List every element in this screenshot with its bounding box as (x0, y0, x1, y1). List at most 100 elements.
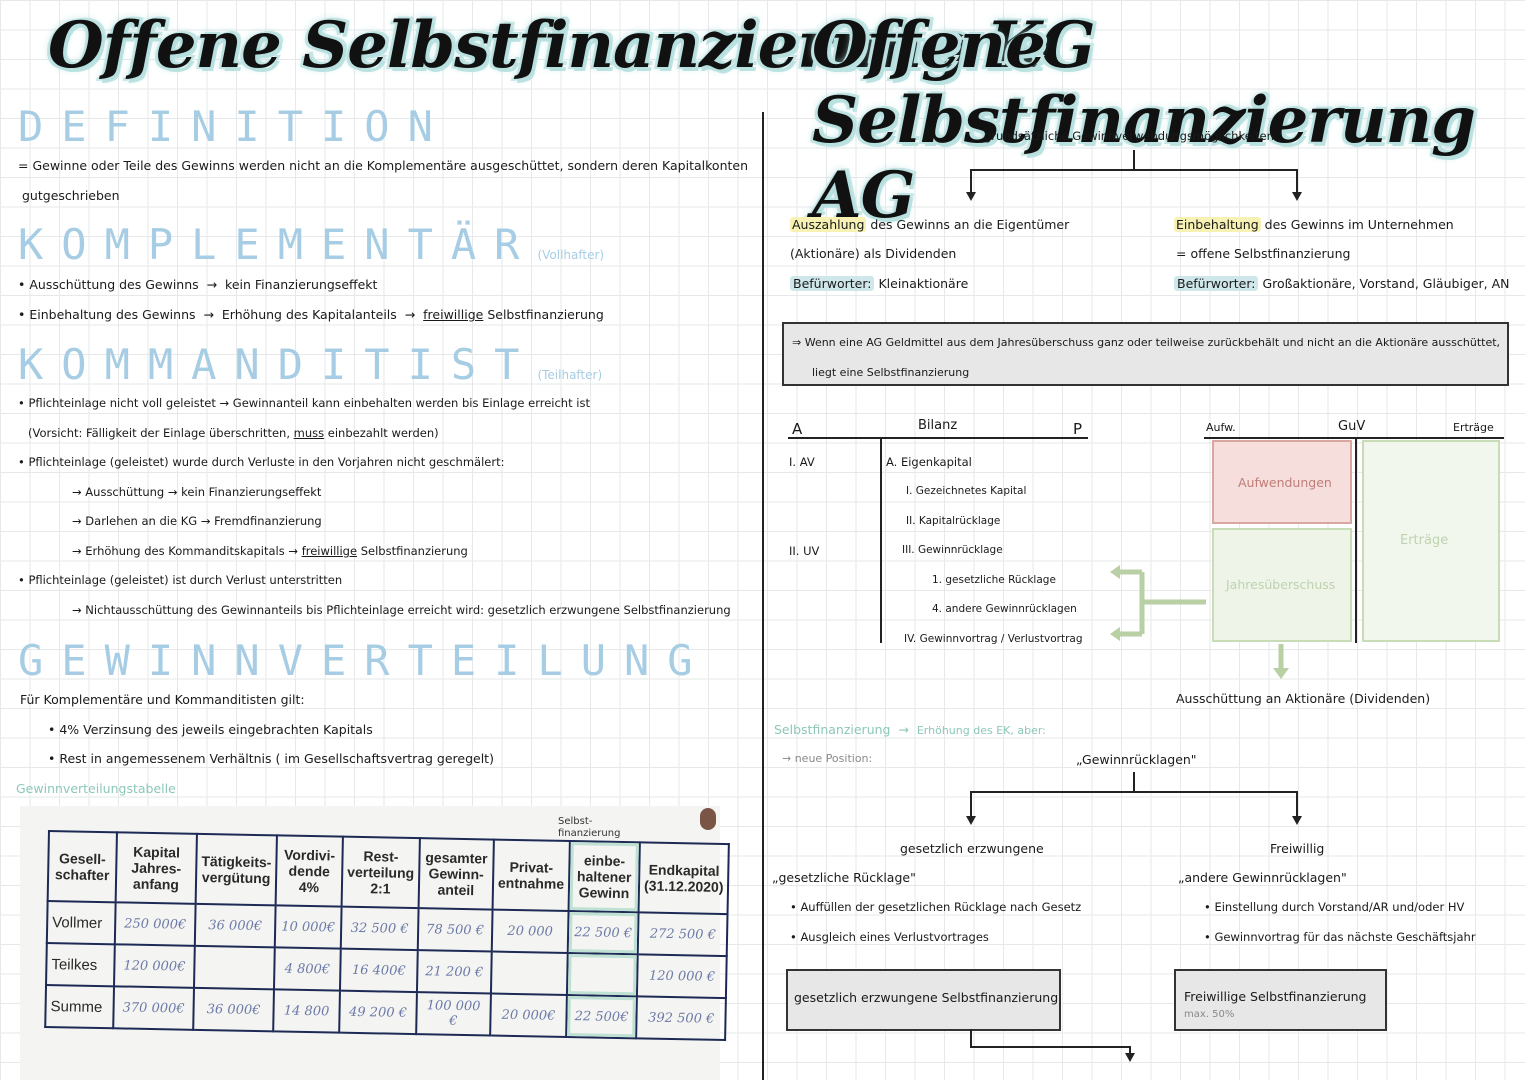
definition-box-line-2: liegt eine Selbstfinanzierung (812, 366, 970, 379)
bilanz-gewinnruecklage: III. Gewinnrücklage (902, 544, 1003, 556)
auszahlung-line-2: (Aktionäre) als Dividenden (790, 246, 957, 261)
jahresueberschuss-box: Jahresüberschuss (1212, 528, 1352, 642)
table-photo (20, 806, 720, 1080)
arrow-down-icon (966, 816, 976, 825)
andere-gewinnruecklagen: „andere Gewinnrücklagen" (1178, 870, 1347, 885)
bracket-arrow-icon (1110, 565, 1206, 641)
table-header: Endkapital (31.12.2020) (638, 842, 730, 915)
table-cell: 370 000€ (113, 986, 194, 1030)
table-cell: 272 500 € (637, 912, 728, 957)
gewinnruecklagen-label: „Gewinnrücklagen" (1076, 752, 1197, 767)
gewinnverteilung-line-1: Für Komplementäre und Kommanditisten gil… (20, 692, 305, 707)
tree-connector (1296, 791, 1298, 817)
table-cell (566, 953, 638, 997)
ausschuettung-label: Ausschüttung an Aktionäre (Dividenden) (1176, 691, 1431, 706)
kommanditist-line-1: • Pflichteinlage nicht voll geleistet → … (18, 396, 590, 410)
bilanz-kapitalruecklage: II. Kapitalrücklage (906, 515, 1001, 527)
definition-box-line-1: ⇒ Wenn eine AG Geldmittel aus dem Jahres… (792, 336, 1501, 349)
definition-box: ⇒ Wenn eine AG Geldmittel aus dem Jahres… (782, 322, 1509, 386)
table-cell: 10 000€ (274, 905, 342, 949)
ertraege-label: Erträge (1400, 533, 1449, 548)
tree-connector (1133, 150, 1135, 170)
freiwillig-sf-label: Freiwillige Selbstfinanzierung (1184, 989, 1367, 1004)
tree-top-label: grundsätzliche Gewinnverwendungsmöglichk… (984, 129, 1274, 143)
table-cell: 120 000€ (114, 944, 195, 988)
page-divider (762, 112, 764, 1080)
table-cell: 16 400€ (339, 948, 418, 993)
bilanz-title: Bilanz (918, 418, 958, 433)
table-header: Gesell-schafter (47, 831, 117, 903)
table-cell: Summe (45, 984, 115, 1029)
freiwillig-bullet-2: • Gewinnvortrag für das nächste Geschäft… (1204, 930, 1476, 944)
table-header: Vordivi-dende 4% (275, 835, 343, 907)
selbstfinanzierung-note: Selbst- finanzierung (558, 816, 621, 839)
table-cell: 36 000€ (193, 987, 274, 1032)
gesetzlich-bullet-2: • Ausgleich eines Verlustvortrages (790, 930, 989, 944)
table-header: einbe-haltener Gewinn (568, 841, 640, 913)
einbehaltung-line-1: Einbehaltung des Gewinns im Unternehmen (1174, 217, 1454, 232)
komplementaer-hint: (Vollhafter) (537, 248, 605, 262)
bilanz-gez-kapital: I. Gezeichnetes Kapital (906, 485, 1027, 497)
bilanz-gewinnvortrag: IV. Gewinnvortrag / Verlustvortrag (904, 633, 1083, 645)
bilanz-av: I. AV (789, 455, 815, 469)
freiwillig-sf-max: max. 50% (1184, 1009, 1235, 1020)
gewinnverteilung-line-3: • Rest in angemessenem Verhältnis ( im G… (48, 751, 494, 766)
arrow-down-icon (1292, 816, 1302, 825)
gesetzlich-erzwungen-label: gesetzlich erzwungene (900, 841, 1044, 856)
guv-title: GuV (1338, 419, 1366, 434)
tree-connector (970, 791, 1297, 793)
tree-connector (1133, 772, 1135, 792)
bilanz-ges-ruecklage: 1. gesetzliche Rücklage (932, 574, 1056, 586)
bilanz-aktiva-label: A (792, 420, 803, 438)
page-title-kg: Offene Selbstfinanzierung KG (48, 8, 1095, 83)
kommanditist-hint: (Teilhafter) (537, 368, 603, 382)
komplementaer-bullet-1: • Ausschüttung des Gewinns → kein Finanz… (18, 277, 378, 292)
gesetzlich-bullet-1: • Auffüllen der gesetzlichen Rücklage na… (790, 900, 1082, 914)
table-header: Tätigkeits-vergütung (195, 833, 277, 906)
table-cell: 392 500 € (636, 996, 727, 1041)
bilanz-passiva-label: P (1073, 420, 1083, 438)
aufwendungen-box: Aufwendungen (1212, 440, 1352, 524)
kommanditist-line-4: → Ausschüttung → kein Finanzierungseffek… (72, 485, 322, 499)
gesetzlich-sf-label: gesetzlich erzwungene Selbstfinanzierung (794, 990, 1059, 1005)
kommanditist-line-7: • Pflichteinlage (geleistet) ist durch V… (18, 573, 343, 587)
kommanditist-line-5: → Darlehen an die KG → Fremdfinanzierung (72, 514, 322, 528)
tree-connector (970, 1029, 972, 1047)
arrow-down-icon (1292, 192, 1302, 201)
tree-connector (970, 791, 972, 817)
definition-line-1: = Gewinne oder Teile des Gewinns werden … (18, 158, 749, 173)
table-cell: 120 000 € (636, 954, 728, 999)
guv-top-line (1204, 437, 1504, 439)
table-cell: 32 500 € (340, 906, 419, 951)
table-cell: 20 000€ (490, 993, 567, 1037)
table-cell: Teilkes (46, 942, 115, 987)
page-title-ag: Offene Selbstfinanzierung AG (812, 8, 1476, 233)
pin-mark (700, 808, 716, 830)
table-cell: 22 500 € (567, 911, 639, 955)
guv-ertr-label: Erträge (1453, 421, 1494, 434)
komplementaer-heading: KOMPLEMENTÄR(Vollhafter) (18, 220, 605, 269)
definition-heading: DEFINITION (18, 102, 451, 151)
gewinnverteilung-heading: GEWINNVERTEILUNG (18, 636, 711, 685)
bilanz-uv: II. UV (789, 544, 820, 558)
table-cell: 14 800 (273, 989, 340, 1033)
table-cell (490, 951, 568, 995)
table-cell: 21 200 € (416, 950, 492, 994)
table-header: gesamter Gewinn-anteil (418, 838, 494, 910)
freiwillig-bullet-1: • Einstellung durch Vorstand/AR und/oder… (1204, 900, 1465, 914)
guv-mid-line (1355, 437, 1357, 643)
table-header: Privat-entnahme (492, 839, 570, 912)
einbehaltung-line-2: = offene Selbstfinanzierung (1176, 246, 1351, 261)
komplementaer-bullet-2: • Einbehaltung des Gewinns → Erhöhung de… (18, 307, 604, 322)
table-cell: Vollmer (46, 901, 116, 945)
freiwillig-label: Freiwillig (1270, 841, 1325, 856)
guv-aufw-label: Aufw. (1206, 421, 1236, 434)
arrow-down-icon (1125, 1053, 1135, 1062)
tree-connector (1129, 1046, 1131, 1054)
selbstfinanzierung-note-a: Selbstfinanzierung → Erhöhung des EK, ab… (774, 722, 1046, 737)
bilanz-andere-ruecklagen: 4. andere Gewinnrücklagen (932, 603, 1077, 615)
table-cell: 22 500€ (566, 994, 637, 1039)
tree-connector (970, 169, 972, 193)
table-cell: 4 800€ (273, 947, 341, 991)
kommanditist-line-8: → Nichtausschüttung des Gewinnanteils bi… (72, 603, 731, 617)
